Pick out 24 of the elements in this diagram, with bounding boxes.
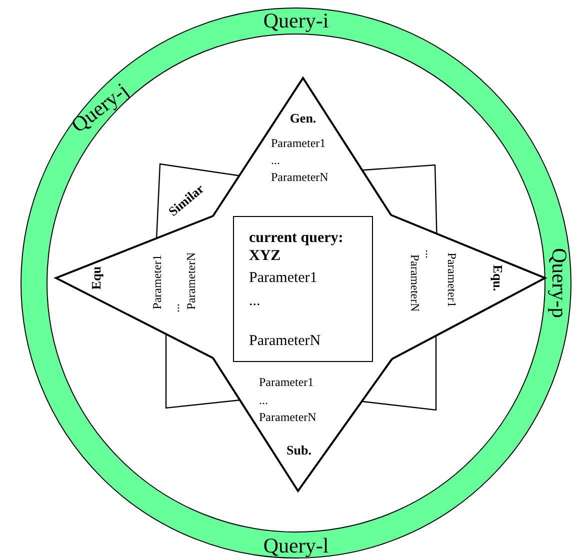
ring-label: Query-l [263, 536, 329, 556]
shape-label: Equ. [492, 264, 504, 292]
ring-label: Query-p [548, 248, 570, 318]
parameter-text: Parameter1 [249, 269, 318, 287]
query-box [233, 216, 373, 362]
ring-label: Query-i [263, 10, 329, 32]
parameter-text: Parameter1 [151, 254, 163, 310]
ellipsis-text: ... [249, 292, 260, 310]
ellipsis-text: ... [259, 394, 268, 406]
ellipsis-text: ... [424, 250, 436, 258]
parameter-text: Parameter1 [259, 376, 314, 388]
query-heading: current query: XYZ [249, 229, 344, 265]
shape-label: Sub. [286, 444, 312, 456]
shape-label: Equ [90, 266, 102, 290]
parameter-text: ParameterN [409, 254, 421, 312]
parameter-text: Parameter1 [446, 252, 458, 308]
parameter-text: Parameter1 [271, 137, 326, 149]
shape-label: Gen. [290, 112, 316, 124]
parameter-text: ParameterN [185, 252, 197, 310]
ellipsis-text: ... [169, 304, 181, 312]
parameter-text: ParameterN [249, 332, 321, 350]
parameter-text: ParameterN [259, 411, 316, 423]
parameter-text: ParameterN [271, 171, 328, 183]
ellipsis-text: ... [271, 154, 280, 166]
